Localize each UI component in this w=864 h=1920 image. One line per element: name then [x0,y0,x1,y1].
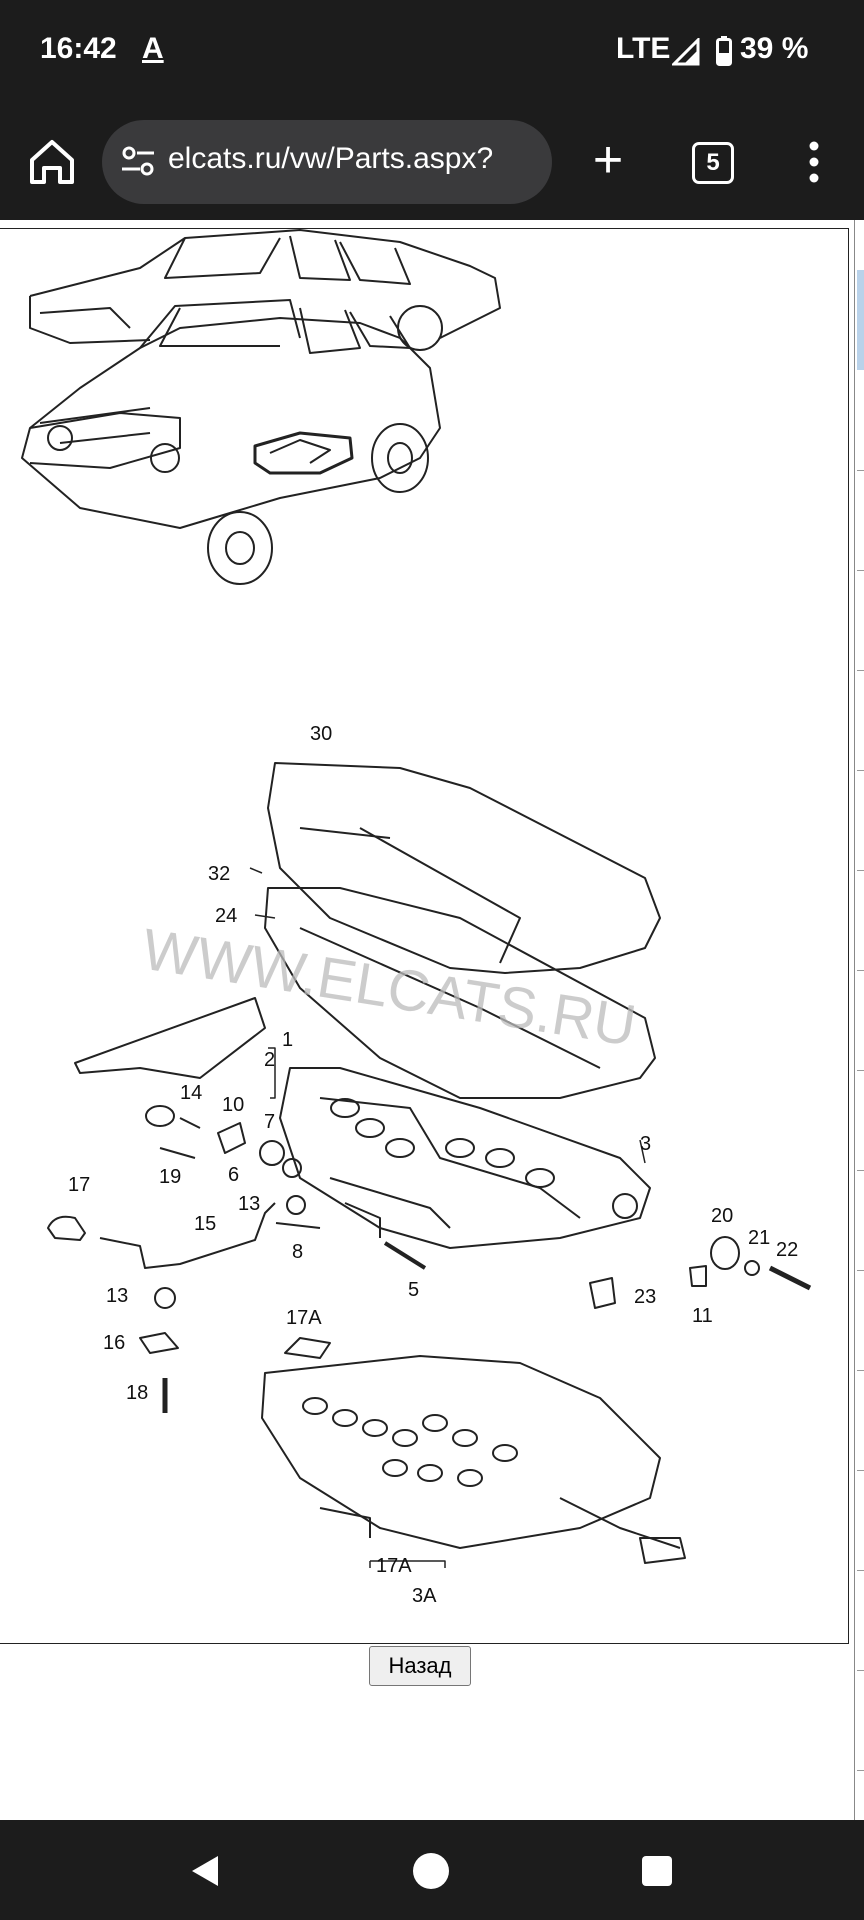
new-tab-plus-icon[interactable]: + [592,131,624,189]
address-bar[interactable]: elcats.ru/vw/Parts.aspx? [102,120,552,204]
part-label-8: 8 [292,1241,303,1263]
seat-frame-part-3 [279,1067,651,1249]
bolt-part-5 [383,1241,427,1270]
part-label-3a: 3A [412,1585,437,1607]
battery-percent: 39 % [740,32,809,65]
url-text[interactable]: elcats.ru/vw/Parts.aspx? [168,142,494,175]
part-label-17: 17 [68,1174,90,1196]
knob-part-7 [259,1140,285,1166]
selected-row-highlight [857,270,864,370]
triangle-back-icon[interactable] [188,1854,222,1888]
watermark-text: WWW.ELCATS.RU [138,917,640,1059]
part-label-11: 11 [692,1305,713,1327]
bracket-part-16 [139,1332,179,1354]
washer-part-21 [744,1260,760,1276]
part-label-19: 19 [159,1166,181,1188]
part-labels: 30 32 24 1 2 14 10 7 19 6 17 13 15 8 5 3… [68,723,798,1607]
part-label-3: 3 [640,1133,651,1155]
part-label-15: 15 [194,1213,216,1235]
home-icon[interactable] [24,134,80,190]
part-label-20: 20 [711,1205,733,1227]
part-label-22: 22 [776,1239,798,1261]
seat-cover-part-30 [267,762,661,974]
part-label-17a: 17A [286,1307,322,1329]
part-label-13: 13 [238,1193,260,1215]
part-label-32: 32 [208,863,230,885]
seat-rail-part-1 [74,997,266,1079]
browser-toolbar: elcats.ru/vw/Parts.aspx? + 5 [0,104,864,220]
parts-diagram: WWW.ELCATS.RU 30 32 24 1 2 14 10 7 19 6 … [21,229,812,1607]
android-nav-bar [0,1820,864,1920]
clip-part-14 [145,1105,175,1127]
bolt-part-22 [768,1265,812,1291]
nut-part-6 [282,1158,302,1178]
page-content: WWW.ELCATS.RU 30 32 24 1 2 14 10 7 19 6 … [0,220,864,1820]
part-label-23: 23 [634,1286,656,1308]
seat-foam-part-24 [264,887,656,1099]
part-label-24: 24 [215,905,237,927]
part-label-7: 7 [264,1111,275,1133]
more-vert-icon[interactable] [796,134,832,190]
square-recents-icon[interactable] [640,1854,674,1888]
car-illustration-sedan [29,229,501,351]
handle-part-17 [47,1215,86,1241]
spring-part-19 [159,1147,196,1159]
spring-part-8 [275,1222,321,1229]
part-label-17a-bottom: 17A [376,1555,412,1577]
part-label-16: 16 [103,1332,125,1354]
car-illustration-hatchback [21,299,441,585]
part-label-18: 18 [126,1382,148,1404]
network-type: LTE [616,32,671,65]
part-label-10: 10 [222,1094,244,1116]
status-bar: 16:42 A LTE 39 % [0,0,864,104]
bracket-part-10 [217,1122,246,1154]
part-label-1: 1 [282,1029,293,1051]
cap-part-13 [286,1195,306,1215]
clip-part-23 [589,1277,616,1309]
part-label-2: 2 [264,1049,275,1071]
lever-part-15 [99,1202,276,1269]
battery-icon [716,36,732,66]
tab-switcher-icon[interactable]: 5 [692,142,734,184]
clip-part-11 [689,1265,707,1287]
right-column-table-edge [854,220,864,1820]
bushing-part-20 [710,1236,740,1270]
part-label-14: 14 [180,1082,202,1104]
part-label-5: 5 [408,1279,419,1301]
circle-home-icon[interactable] [412,1852,450,1890]
cap-part-13b [154,1287,176,1309]
part-label-30: 30 [310,723,332,745]
part-label-21: 21 [748,1227,770,1249]
status-time: 16:42 [40,32,117,65]
handle-part-17a [284,1337,331,1359]
notification-a-icon: A [142,32,164,65]
tune-icon[interactable] [120,144,156,180]
part-label-6: 6 [228,1164,239,1186]
seat-base-part-3A [261,1355,686,1564]
signal-icon [672,38,700,66]
back-button[interactable]: Назад [369,1646,471,1686]
part-label-13b: 13 [106,1285,128,1307]
diagram-frame [0,228,849,1644]
